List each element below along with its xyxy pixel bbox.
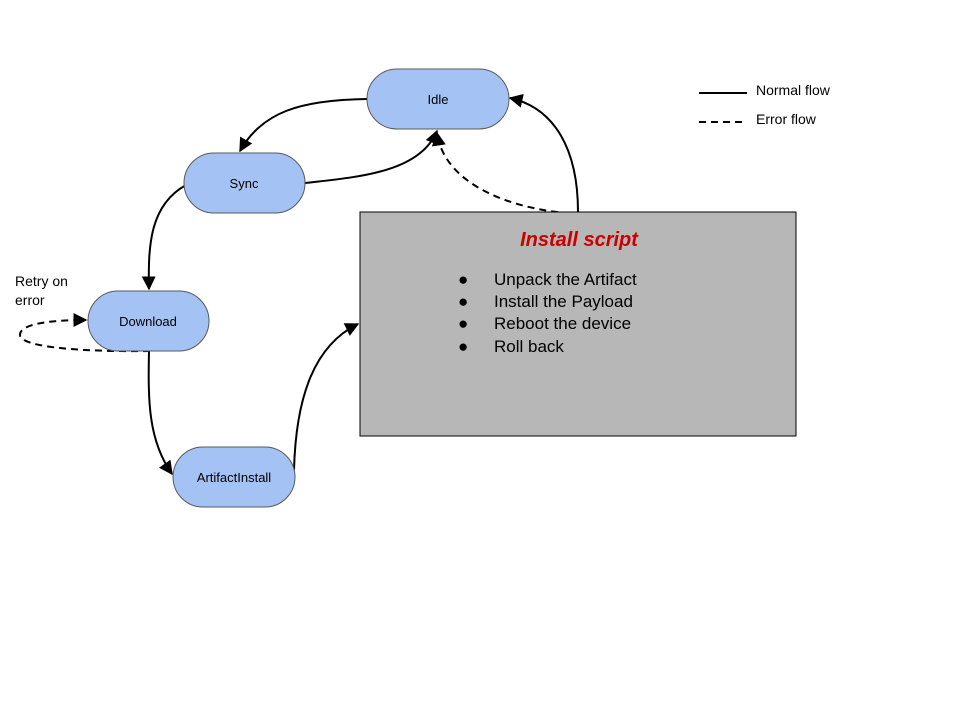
retry-note: Retry on error xyxy=(15,273,68,308)
retry-note-line-1: Retry on xyxy=(15,273,68,289)
retry-note-line-2: error xyxy=(15,292,45,308)
node-download-shape xyxy=(87,290,210,352)
legend: Normal flow Error flow xyxy=(699,82,831,127)
node-sync-shape xyxy=(183,152,306,214)
node-sync-label: Sync xyxy=(230,176,259,191)
install-script-bullet: ● xyxy=(458,270,468,289)
node-artifact-install: ArtifactInstall xyxy=(172,446,296,508)
legend-normal-flow-label: Normal flow xyxy=(756,82,831,98)
install-script-box: Install script ● Unpack the Artifact ● I… xyxy=(359,211,797,437)
install-script-step-reboot: Reboot the device xyxy=(494,314,631,333)
legend-error-flow-label: Error flow xyxy=(756,111,817,127)
node-download: Download xyxy=(87,290,210,352)
edge-artifactinstall-to-install-script xyxy=(293,323,360,471)
install-script-box-shape xyxy=(359,211,797,437)
edge-sync-to-idle xyxy=(304,129,439,184)
edges xyxy=(18,93,583,476)
edge-sync-to-download xyxy=(141,184,187,291)
install-script-step-unpack: Unpack the Artifact xyxy=(494,270,637,289)
install-script-title: Install script xyxy=(520,229,639,251)
edge-download-to-artifactinstall xyxy=(147,350,173,476)
node-artifact-install-shape xyxy=(172,446,296,508)
install-script-bullet: ● xyxy=(458,337,468,356)
node-idle-shape xyxy=(366,68,510,130)
node-download-label: Download xyxy=(119,314,177,329)
error-edge-download-retry xyxy=(18,313,151,353)
install-script-bullet: ● xyxy=(458,292,468,311)
node-sync: Sync xyxy=(183,152,306,214)
edge-install-script-to-idle xyxy=(508,93,579,213)
install-script-bullet: ● xyxy=(458,314,468,333)
node-idle-label: Idle xyxy=(428,92,449,107)
edge-idle-to-sync xyxy=(239,98,368,153)
node-artifact-install-label: ArtifactInstall xyxy=(197,470,272,485)
node-idle: Idle xyxy=(366,68,510,130)
error-edge-install-script-to-idle xyxy=(431,131,583,215)
install-script-step-install-payload: Install the Payload xyxy=(494,292,633,311)
install-script-step-roll-back: Roll back xyxy=(494,337,564,356)
